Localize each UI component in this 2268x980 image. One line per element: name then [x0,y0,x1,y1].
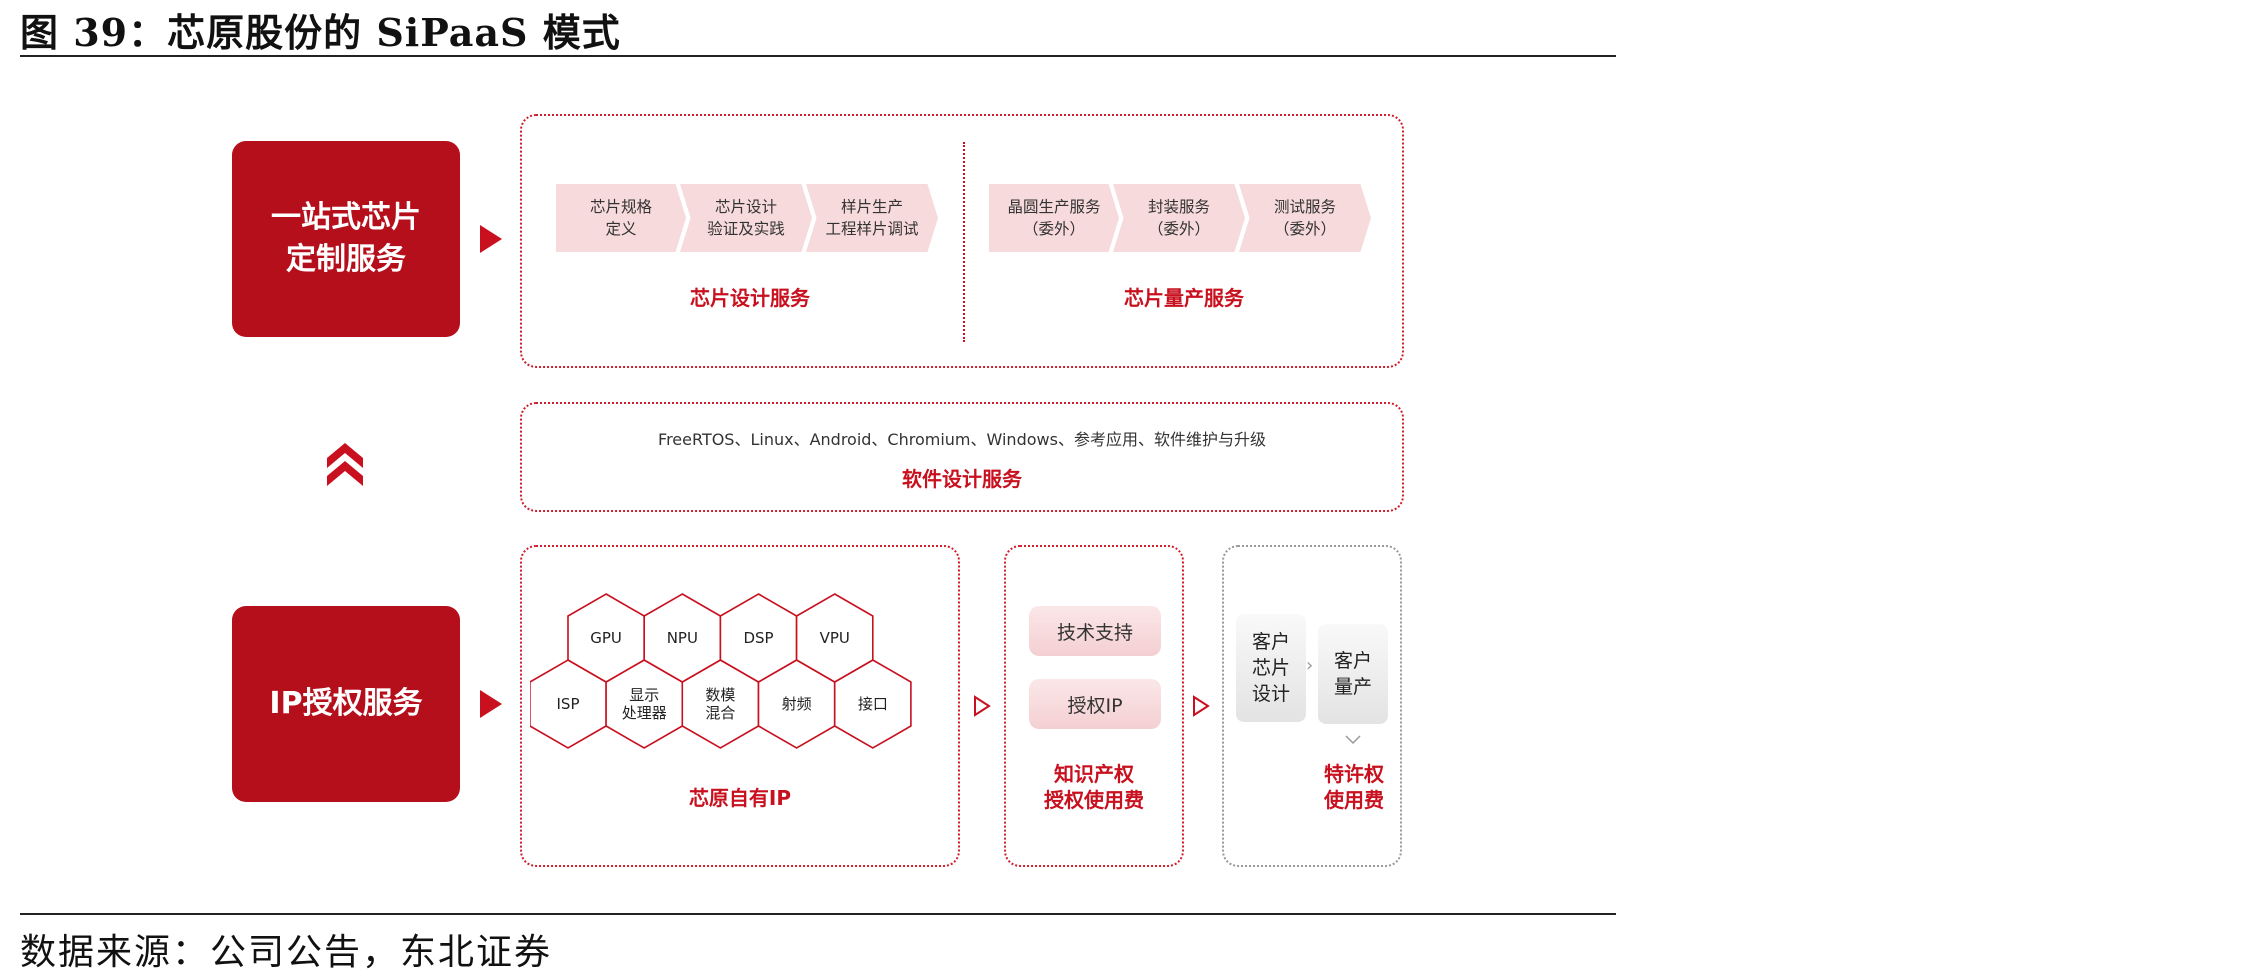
chip-services-panel [520,114,1404,368]
ip-license-fee-line1: 知识产权 [1054,762,1134,786]
software-services-panel [520,402,1404,512]
ip-licensing-label: IP授权服务 [269,686,423,721]
step-chip-design: 芯片设计 验证及实践 [680,184,812,252]
step-line2: （委外） [1273,220,1336,238]
step-line2: （委外） [1022,220,1085,238]
ip-hex-top-3 [795,593,874,683]
step-line1: 封装服务 [1147,198,1210,216]
step-line1: 芯片设计 [714,198,777,216]
step-line1: 芯片规格 [589,198,652,216]
bottom-rule [20,913,1616,915]
figure-title: 图 39：芯原股份的 SiPaaS 模式 [20,10,621,55]
hex-label: ISP [557,695,580,713]
data-source: 数据来源：公司公告，东北证券 [20,932,553,973]
customer-chip-design-card: 客户 芯片 设计 [1236,614,1306,722]
one-stop-line2: 定制服务 [286,242,406,277]
section-divider [963,142,965,342]
outline-arrow-right-icon [974,695,991,717]
chip-design-service-label: 芯片设计服务 [690,286,810,310]
hex-label: NPU [667,629,698,647]
chip-production-service-label: 芯片量产服务 [1124,286,1244,310]
hex-label: 处理器 [622,704,667,722]
step-line1: 样片生产 [840,198,903,216]
one-stop-service-box: 一站式芯片 定制服务 [232,141,460,337]
customer-mass-production-card: 客户 量产 [1318,624,1388,724]
tech-support-pill: 技术支持 [1029,606,1161,656]
outline-arrow-right-icon [1193,695,1210,717]
step-packaging: 封装服务 （委外） [1113,184,1245,252]
hex-label: 数模 [705,686,735,704]
card-line: 芯片 [1251,657,1290,679]
card-line: 设计 [1251,683,1290,705]
software-items: FreeRTOS、Linux、Android、Chromium、Windows、… [658,430,1266,449]
hex-label: VPU [820,629,850,647]
step-wafer-production: 晶圆生产服务 （委外） [989,184,1119,252]
arrow-right-icon [480,690,502,718]
hex-label: 显示 [629,686,659,704]
one-stop-line1: 一站式芯片 [271,200,421,235]
hex-label: GPU [590,629,622,647]
arrow-right-icon [480,225,502,253]
step-line1: 晶圆生产服务 [1007,198,1101,216]
step-line2: （委外） [1147,220,1210,238]
own-ip-label: 芯原自有IP [688,786,792,810]
ip-license-fee-line2: 授权使用费 [1044,788,1144,812]
step-chip-spec: 芯片规格 定义 [556,184,686,252]
card-line: 客户 [1333,650,1372,672]
step-sample-production: 样片生产 工程样片调试 [806,184,938,252]
double-chevron-up-icon [327,443,363,486]
hex-label: 射频 [782,695,812,713]
chevron-right-icon: › [1306,655,1314,676]
royalty-panel [1222,545,1402,867]
card-line: 量产 [1333,676,1372,698]
chevron-down-icon [1345,735,1361,745]
step-line1: 测试服务 [1273,198,1336,216]
step-line2: 定义 [605,220,637,238]
software-service-label: 软件设计服务 [902,467,1022,491]
licensing-panel [1004,545,1184,867]
hex-label: 混合 [705,704,735,722]
hex-label: 接口 [858,695,888,713]
own-ip-panel [520,545,960,867]
step-line2: 验证及实践 [707,220,785,238]
ip-licensing-box: IP授权服务 [232,606,460,802]
licensed-ip-pill: 授权IP [1029,679,1161,729]
step-testing: 测试服务 （委外） [1239,184,1371,252]
hex-label: DSP [743,629,773,647]
royalty-line2: 使用费 [1324,788,1384,812]
step-line2: 工程样片调试 [825,220,919,238]
card-line: 客户 [1251,631,1290,653]
top-rule [20,55,1616,57]
royalty-line1: 特许权 [1324,762,1384,786]
